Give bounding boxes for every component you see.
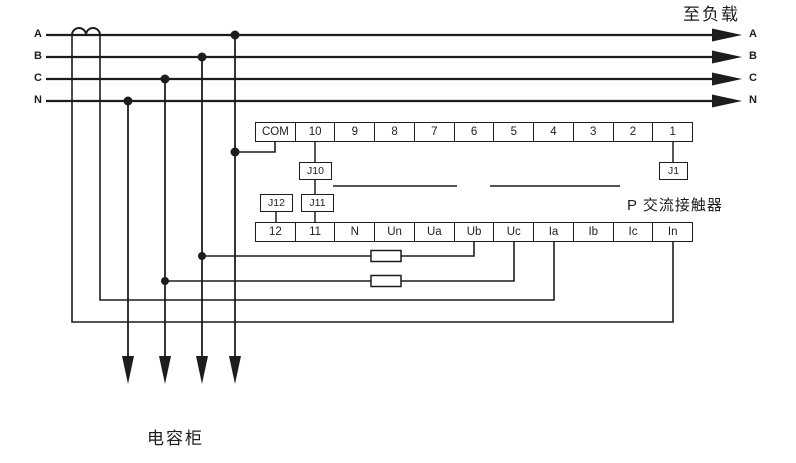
line-label-right-a: A bbox=[749, 28, 757, 40]
terminal-cell-10: 10 bbox=[294, 123, 335, 141]
terminal-cell-uc: Uc bbox=[493, 223, 533, 241]
terminal-cell-ia: Ia bbox=[533, 223, 573, 241]
line-label-left-c: C bbox=[34, 72, 42, 84]
terminal-cell-9: 9 bbox=[334, 123, 374, 141]
terminal-cell-1: 1 bbox=[652, 123, 692, 141]
capacitor-cabinet-label: 电容柜 bbox=[147, 429, 204, 448]
terminal-cell-ub: Ub bbox=[453, 223, 494, 241]
terminal-cell-com: COM bbox=[261, 126, 289, 138]
voltage-sampling-wires bbox=[165, 241, 515, 282]
load-arrow-icons bbox=[712, 28, 742, 108]
line-label-left-b: B bbox=[34, 50, 42, 62]
current-transformer-icon bbox=[71, 27, 101, 36]
contactor-link-wires bbox=[275, 141, 674, 222]
terminal-cell-ic: Ic bbox=[612, 223, 653, 241]
terminal-cell-ua: Ua bbox=[413, 223, 454, 241]
branch-wires bbox=[127, 35, 236, 358]
terminal-cell-8: 8 bbox=[374, 123, 414, 141]
to-load-label: 至负载 bbox=[683, 5, 740, 24]
ct-secondary-wires bbox=[71, 35, 674, 323]
terminal-cell-4: 4 bbox=[533, 123, 573, 141]
terminal-cell-12: 12 bbox=[268, 226, 282, 238]
terminal-cell-6: 6 bbox=[453, 123, 494, 141]
line-label-right-c: C bbox=[749, 72, 757, 84]
contactor-j12: J12 bbox=[260, 194, 293, 212]
terminal-cell-5: 5 bbox=[493, 123, 533, 141]
terminal-cell-3: 3 bbox=[572, 123, 613, 141]
terminal-cell-un: Un bbox=[374, 223, 414, 241]
line-label-right-n: N bbox=[749, 94, 757, 106]
terminal-cell-7: 7 bbox=[413, 123, 454, 141]
cabinet-arrow-icons bbox=[122, 356, 241, 384]
com-wire bbox=[235, 141, 276, 153]
ac-contactor-label: P 交流接触器 bbox=[627, 197, 723, 214]
fuse-icons bbox=[370, 249, 402, 288]
terminal-cell-n: N bbox=[334, 223, 374, 241]
junction-dots bbox=[123, 30, 240, 285]
terminal-cell-in: In bbox=[652, 223, 692, 241]
terminal-cell-ib: Ib bbox=[572, 223, 613, 241]
terminal-cell-11: 11 bbox=[294, 223, 335, 241]
contactor-j11: J11 bbox=[301, 194, 334, 212]
line-label-left-n: N bbox=[34, 94, 42, 106]
contactor-j1: J1 bbox=[659, 162, 688, 180]
line-label-right-b: B bbox=[749, 50, 757, 62]
contactor-j10: J10 bbox=[299, 162, 332, 180]
terminal-cell-2: 2 bbox=[612, 123, 653, 141]
power-lines bbox=[46, 33, 718, 103]
line-label-left-a: A bbox=[34, 28, 42, 40]
